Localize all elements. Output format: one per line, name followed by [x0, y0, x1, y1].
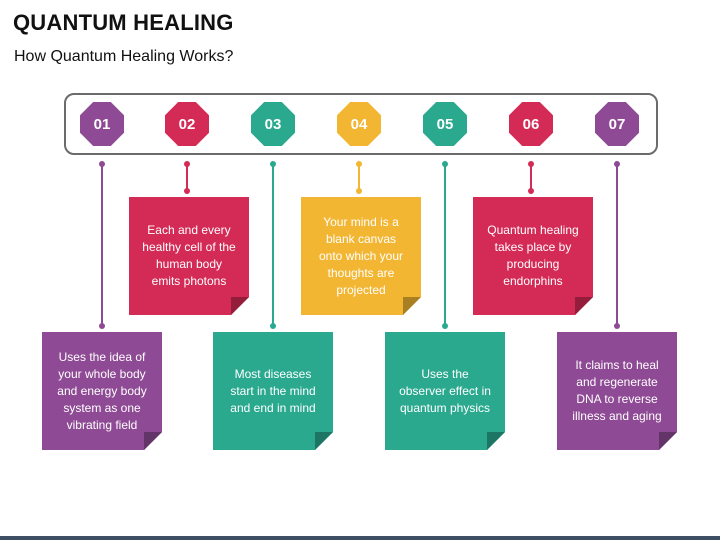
footer-bar [0, 536, 720, 540]
step-02-connector [186, 163, 188, 191]
step-number: 02 [178, 115, 196, 133]
note-fold-corner [231, 297, 249, 315]
step-05-connector [444, 163, 446, 326]
connector-dot [99, 323, 105, 329]
step-02-badge: 02 [165, 102, 209, 146]
step-number: 04 [350, 115, 368, 133]
step-description: Quantum healing takes place by producing… [487, 223, 579, 288]
page-subtitle: How Quantum Healing Works? [14, 48, 234, 65]
step-description: Your mind is a blank canvas onto which y… [318, 214, 404, 297]
step-number: 05 [436, 115, 454, 133]
step-01-note: Uses the idea of your whole body and ene… [42, 332, 162, 450]
step-description: Uses the observer effect in quantum phys… [399, 366, 491, 415]
step-05-badge: 05 [423, 102, 467, 146]
connector-dot [442, 323, 448, 329]
step-description: It claims to heal and regenerate DNA to … [572, 358, 662, 423]
connector-dot [270, 161, 276, 167]
note-fold-corner [144, 432, 162, 450]
connector-dot [528, 188, 534, 194]
step-07-badge: 07 [595, 102, 639, 146]
step-06-connector [530, 163, 532, 191]
step-04-connector [358, 163, 360, 191]
step-03-connector [272, 163, 274, 326]
connector-dot [184, 161, 190, 167]
connector-dot [614, 323, 620, 329]
step-03-note: Most diseases start in the mind and end … [213, 332, 333, 450]
step-description: Each and every healthy cell of the human… [142, 223, 236, 288]
connector-dot [614, 161, 620, 167]
step-number: 03 [264, 115, 282, 133]
step-06-badge: 06 [509, 102, 553, 146]
connector-dot [99, 161, 105, 167]
step-description: Most diseases start in the mind and end … [230, 366, 316, 415]
step-description: Uses the idea of your whole body and ene… [57, 349, 147, 432]
step-number: 07 [608, 115, 626, 133]
step-number: 06 [522, 115, 540, 133]
connector-dot [356, 188, 362, 194]
connector-dot [184, 188, 190, 194]
step-01-badge: 01 [80, 102, 124, 146]
step-06-note: Quantum healing takes place by producing… [473, 197, 593, 315]
step-04-badge: 04 [337, 102, 381, 146]
note-fold-corner [575, 297, 593, 315]
connector-dot [356, 161, 362, 167]
step-04-note: Your mind is a blank canvas onto which y… [301, 197, 421, 315]
step-05-note: Uses the observer effect in quantum phys… [385, 332, 505, 450]
step-number: 01 [93, 115, 111, 133]
step-07-connector [616, 163, 618, 326]
step-01-connector [101, 163, 103, 326]
step-03-badge: 03 [251, 102, 295, 146]
step-02-note: Each and every healthy cell of the human… [129, 197, 249, 315]
note-fold-corner [315, 432, 333, 450]
step-07-note: It claims to heal and regenerate DNA to … [557, 332, 677, 450]
connector-dot [442, 161, 448, 167]
page-title: QUANTUM HEALING [13, 10, 234, 35]
connector-dot [270, 323, 276, 329]
note-fold-corner [659, 432, 677, 450]
note-fold-corner [403, 297, 421, 315]
connector-dot [528, 161, 534, 167]
note-fold-corner [487, 432, 505, 450]
